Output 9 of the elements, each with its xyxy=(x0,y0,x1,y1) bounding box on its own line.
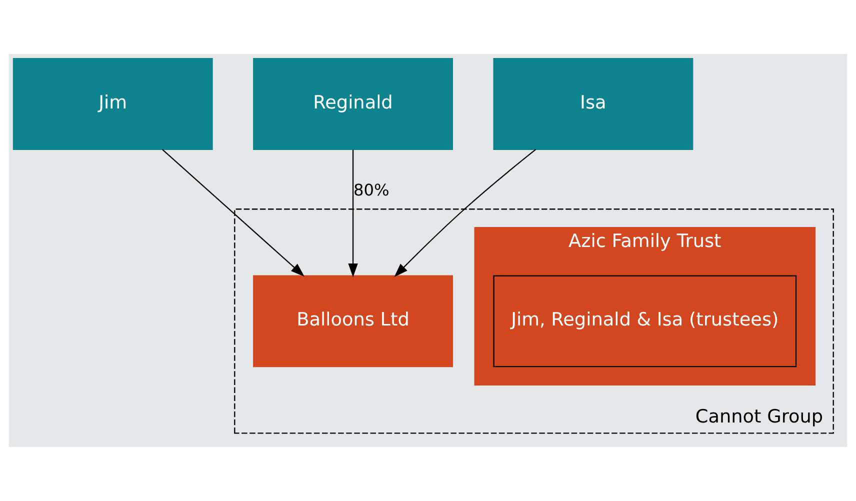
node-box: Balloons Ltd xyxy=(253,275,453,368)
edge-label: 80% xyxy=(354,180,390,200)
node-box: Jim xyxy=(12,58,213,150)
node-box: Jim, Reginald & Isa (trustees) xyxy=(493,275,797,368)
arrow xyxy=(394,149,536,277)
node-box: Isa xyxy=(493,58,694,150)
arrow xyxy=(162,148,304,277)
node-box: Reginald xyxy=(253,58,453,150)
arrow xyxy=(348,150,358,278)
